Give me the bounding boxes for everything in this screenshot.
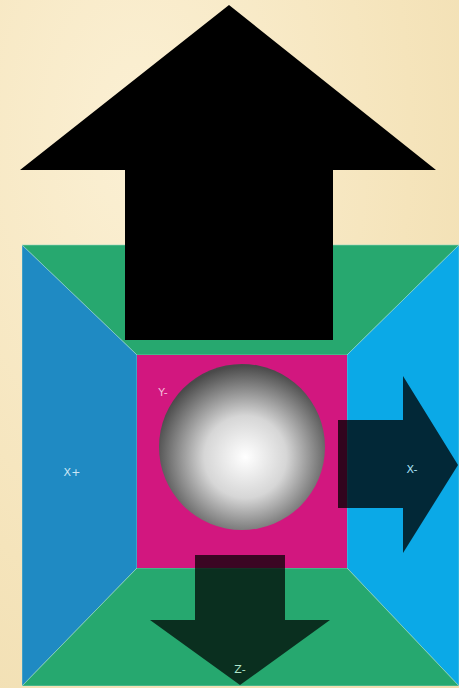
up-arrow xyxy=(20,5,436,340)
sphere xyxy=(159,364,325,530)
axis-label: Y- xyxy=(158,386,167,399)
face-shape xyxy=(137,355,347,568)
face-polygon xyxy=(22,568,459,686)
axis-label: X- xyxy=(407,463,418,476)
back-face: Y- xyxy=(137,355,347,568)
axis-label: X+ xyxy=(64,466,81,479)
axis-label: Z- xyxy=(234,663,245,676)
